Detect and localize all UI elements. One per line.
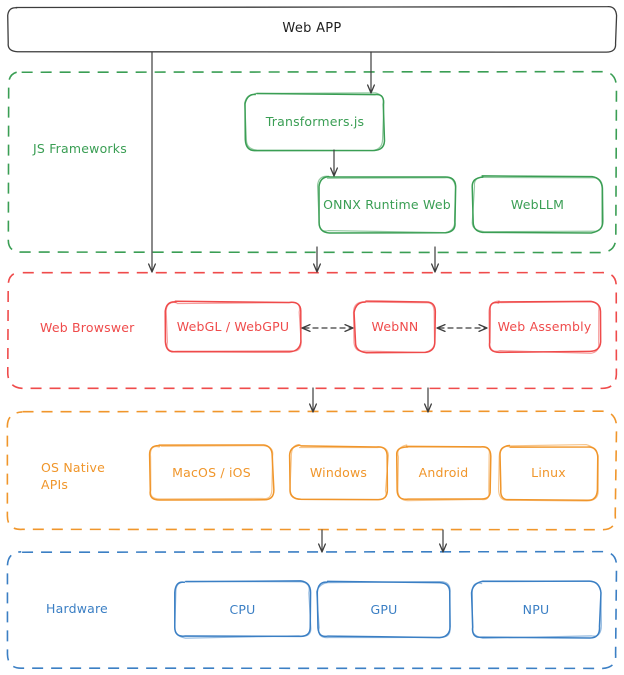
section-os-native-apis <box>6 410 618 531</box>
node-linux[interactable] <box>497 443 599 502</box>
node-onnx-runtime-web[interactable] <box>316 175 457 234</box>
connector-browser-to-os-left <box>308 387 318 413</box>
connector-webllm-to-browser <box>430 246 440 273</box>
node-webllm[interactable] <box>471 175 604 234</box>
node-android[interactable] <box>395 444 492 502</box>
connector-app-to-browser <box>147 51 157 273</box>
node-webnn[interactable] <box>352 300 437 354</box>
node-web-assembly[interactable] <box>488 300 602 354</box>
section-label-hardware: Hardware <box>46 601 108 616</box>
app-box-label: Web APP <box>282 20 342 36</box>
node-webgl-webgpu[interactable] <box>164 300 302 353</box>
connector-webgl-webnn <box>301 323 354 333</box>
node-transformers-js[interactable] <box>244 92 386 152</box>
connector-browser-to-os-right <box>423 387 433 413</box>
app-box <box>7 5 618 53</box>
section-label-web-browser: Web Browswer <box>40 320 135 335</box>
node-npu[interactable] <box>470 580 602 639</box>
node-windows[interactable] <box>288 444 390 501</box>
connector-app-to-transformers <box>366 51 376 94</box>
connector-os-to-hardware-right <box>438 529 448 553</box>
connector-os-to-hardware-left <box>317 529 327 553</box>
node-macos-ios[interactable] <box>148 444 275 501</box>
section-hardware <box>6 550 618 670</box>
section-label-os-native-apis: OS Native APIs <box>41 460 106 492</box>
connector-transformers-to-onnx <box>329 149 339 177</box>
node-gpu[interactable] <box>316 580 451 639</box>
connector-onnx-to-browser <box>312 246 322 273</box>
section-js-frameworks <box>7 70 618 254</box>
connector-webnn-wasm <box>436 323 488 333</box>
node-cpu[interactable] <box>174 580 312 639</box>
section-web-browser <box>6 271 618 390</box>
section-label-js-frameworks: JS Frameworks <box>33 141 127 156</box>
